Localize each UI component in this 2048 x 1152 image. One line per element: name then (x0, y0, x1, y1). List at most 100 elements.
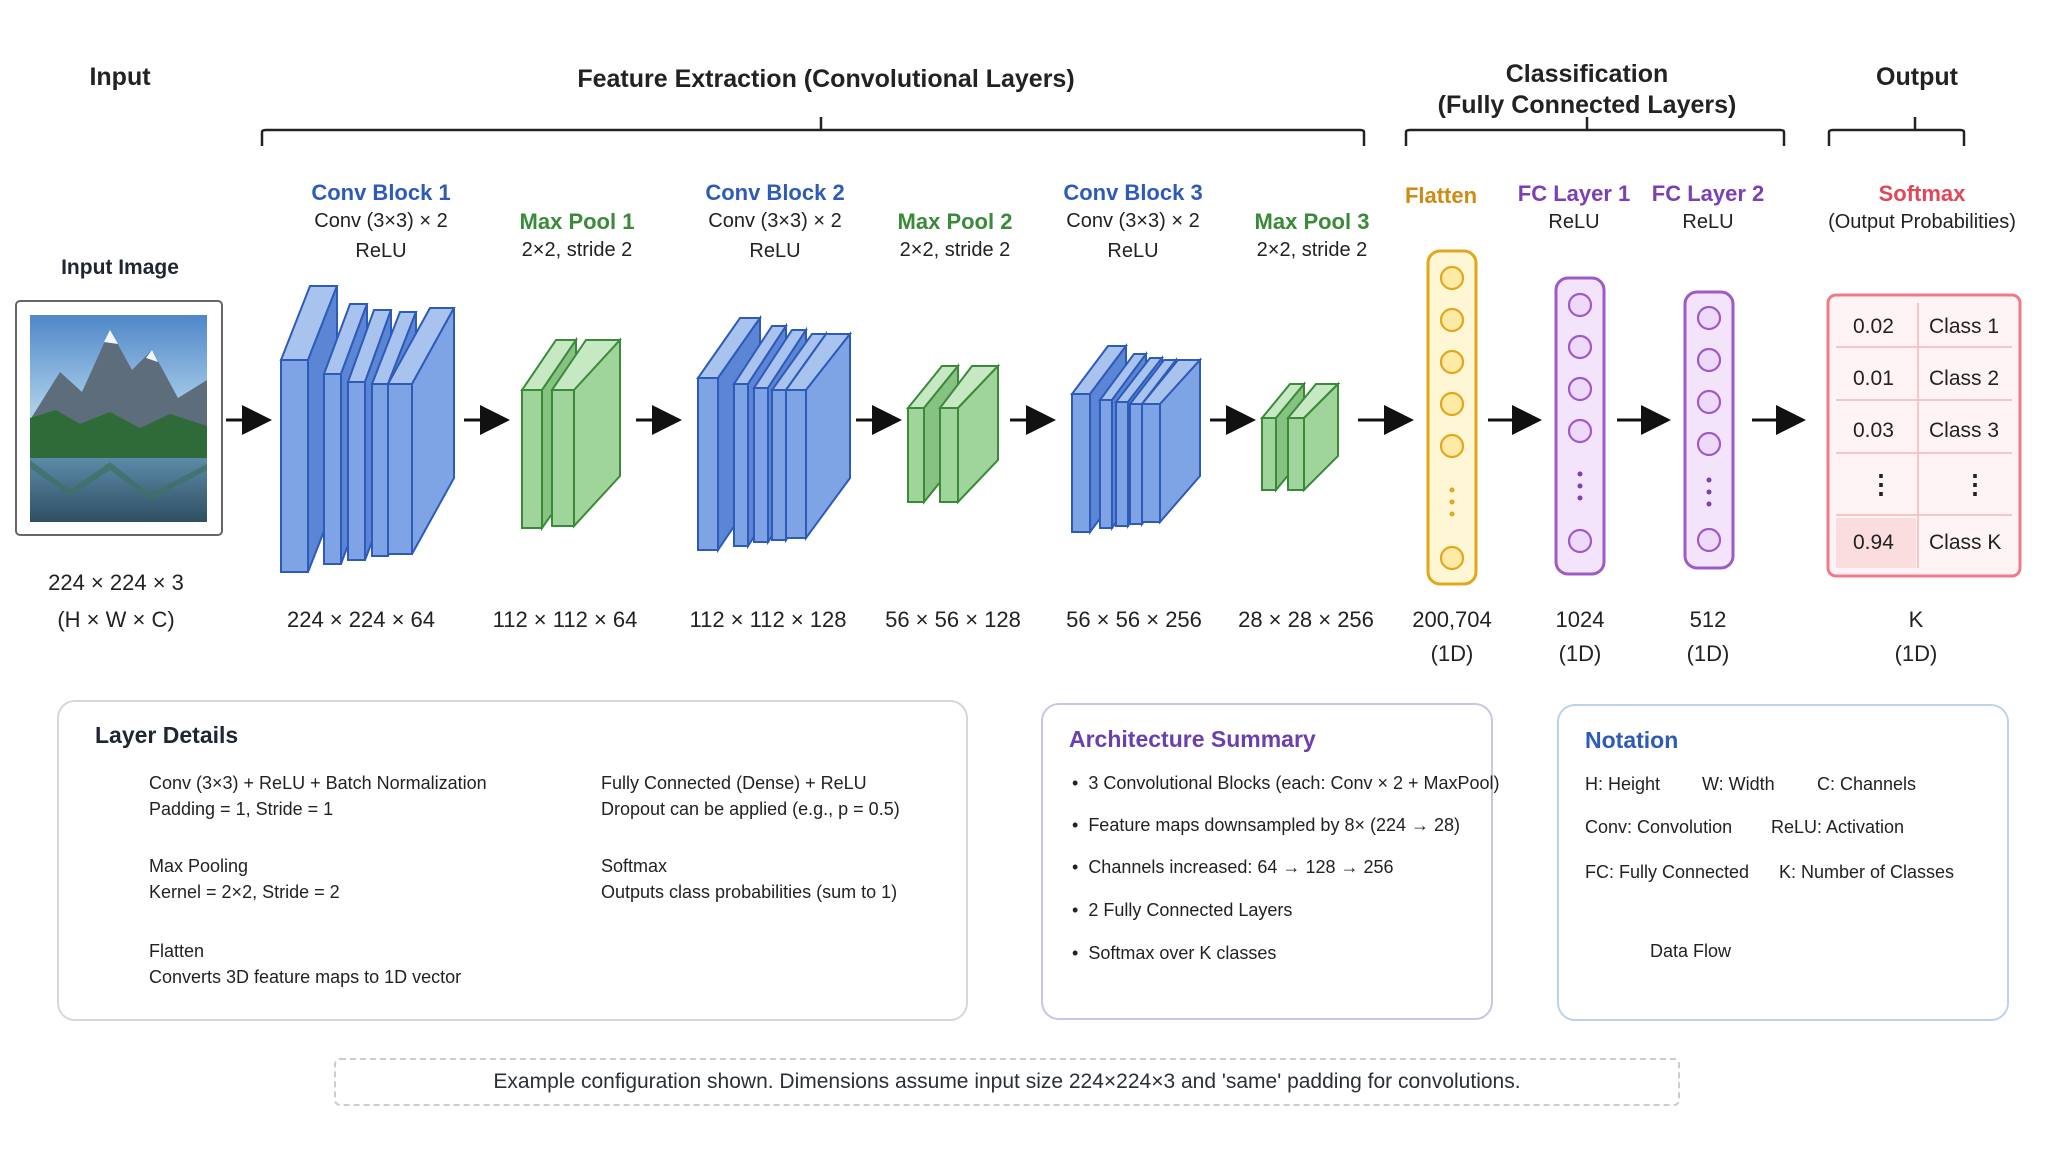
notation-c: C: Channels (1817, 774, 1917, 794)
fc-layer-1-line1: ReLU (1548, 211, 1600, 233)
fc-layer-1-title: FC Layer 1 (1517, 181, 1631, 206)
section-title-classification: Classification (Fully Connected Layers) (1438, 59, 1737, 121)
output-prob-3: 0.03 (1853, 419, 1894, 442)
output-class-1: Class 1 (1929, 315, 2000, 338)
softmax-dims-sub: (1D) (1894, 641, 1938, 666)
max-pool-1-line1: 2×2, stride 2 (521, 239, 633, 261)
legend-fc-line1: Fully Connected (Dense) + ReLU (601, 773, 867, 793)
conv-block-3-line2: ReLU (1107, 240, 1159, 262)
max-pool-3-title: Max Pool 3 (1254, 209, 1370, 234)
max-pool-3-dims: 28 × 28 × 256 (1238, 607, 1374, 632)
summary-item-1-text: 3 Convolutional Blocks (each: Conv × 2 +… (1088, 773, 1500, 793)
layer-details-panel (57, 700, 968, 1021)
classification-title-line2: (Fully Connected Layers) (1437, 91, 1737, 119)
fc-layer-1-dims: 1024 (1555, 607, 1605, 632)
conv-block-3-dims: 56 × 56 × 256 (1066, 607, 1202, 632)
input-image-label: Input Image (61, 256, 179, 279)
conv-block-2-label: Conv Block 2 Conv (3×3) × 2 ReLU (705, 180, 844, 266)
max-pool-2-shape (905, 363, 1001, 505)
notation-panel (1557, 704, 2009, 1021)
softmax-label: Softmax (Output Probabilities) (1828, 181, 2016, 237)
softmax-title: Softmax (1878, 181, 1966, 206)
architecture-summary-title: Architecture Summary (1069, 726, 1316, 752)
fc-layer-2-dims: 512 (1689, 607, 1727, 632)
fc-layer-1-shape (1554, 276, 1606, 576)
output-class-ellipsis: ⋮ (1962, 469, 1988, 499)
notation-h: H: Height (1585, 774, 1661, 794)
output-prob-ellipsis: ⋮ (1868, 469, 1894, 499)
legend-pool-line2: Kernel = 2×2, Stride = 2 (149, 882, 340, 902)
legend-softmax-line1: Softmax (601, 856, 668, 876)
architecture-summary-panel (1041, 703, 1493, 1020)
section-title-feature-extraction: Feature Extraction (Convolutional Layers… (577, 65, 1075, 93)
output-prob-2: 0.01 (1853, 367, 1894, 390)
output-prob-k: 0.94 (1853, 531, 1894, 554)
conv-block-1-dims: 224 × 224 × 64 (286, 607, 436, 632)
max-pool-3-line1: 2×2, stride 2 (1256, 239, 1368, 261)
summary-item-3-text: Channels increased: 64 → 128 → 256 (1088, 857, 1394, 877)
footer-note: Example configuration shown. Dimensions … (334, 1058, 1680, 1106)
output-prob-1: 0.02 (1853, 315, 1894, 338)
conv-block-1-line2: ReLU (355, 240, 407, 262)
brace-classification (1404, 117, 1786, 146)
input-dims: 224 × 224 × 3 (48, 570, 184, 595)
summary-item-5-text: Softmax over K classes (1088, 943, 1277, 963)
fc-layer-2-title: FC Layer 2 (1651, 181, 1765, 206)
max-pool-2-line1: 2×2, stride 2 (899, 239, 1011, 261)
notation-conv: Conv: Convolution (1585, 817, 1733, 837)
notation-k: K: Number of Classes (1779, 862, 1955, 882)
summary-item-1: • 3 Convolutional Blocks (each: Conv × 2… (1072, 773, 1500, 793)
fc-layer-2-line1: ReLU (1682, 211, 1734, 233)
brace-feature (260, 117, 1366, 146)
summary-item-4-text: 2 Fully Connected Layers (1088, 900, 1293, 920)
max-pool-1-shape (520, 336, 622, 532)
conv-block-1-shape (279, 285, 456, 573)
notation-fc: FC: Fully Connected (1585, 862, 1750, 882)
conv-block-2-dims: 112 × 112 × 128 (689, 607, 847, 632)
max-pool-1-dims: 112 × 112 × 64 (492, 607, 638, 632)
summary-item-2-text: Feature maps downsampled by 8× (224 → 28… (1088, 815, 1461, 835)
summary-item-4: • 2 Fully Connected Layers (1072, 900, 1293, 920)
legend-conv-line2: Padding = 1, Stride = 1 (149, 799, 334, 819)
softmax-output-table (1826, 293, 2022, 578)
input-image (15, 300, 223, 536)
conv-block-1-label: Conv Block 1 Conv (3×3) × 2 ReLU (311, 180, 450, 266)
conv-block-2-line2: ReLU (749, 240, 801, 262)
output-class-2: Class 2 (1929, 367, 2000, 390)
classification-title-line1: Classification (1505, 60, 1669, 88)
input-dims-sub: (H × W × C) (57, 607, 175, 632)
fc-layer-2-label: FC Layer 2 ReLU (1652, 181, 1765, 237)
legend-pool-line1: Max Pooling (149, 856, 249, 876)
fc-layer-1-dims-sub: (1D) (1558, 641, 1602, 666)
notation-w: W: Width (1702, 774, 1775, 794)
output-class-k: Class K (1929, 531, 2002, 554)
legend-flatten-line1: Flatten (149, 941, 205, 961)
flatten-shape (1426, 249, 1478, 586)
max-pool-2-dims: 56 × 56 × 128 (885, 607, 1021, 632)
section-title-input: Input (89, 63, 151, 91)
conv-block-3-line1: Conv (3×3) × 2 (1066, 210, 1200, 232)
output-class-3: Class 3 (1929, 419, 2000, 442)
fc-layer-2-shape (1683, 290, 1735, 570)
legend-softmax-line2: Outputs class probabilities (sum to 1) (601, 882, 898, 902)
conv-block-1-line1: Conv (3×3) × 2 (314, 210, 448, 232)
summary-item-2: • Feature maps downsampled by 8× (224 → … (1072, 815, 1461, 835)
conv-block-2-line1: Conv (3×3) × 2 (708, 210, 842, 232)
brace-output (1827, 117, 1966, 146)
max-pool-2-label: Max Pool 2 2×2, stride 2 (898, 209, 1013, 265)
conv-block-2-shape (696, 314, 853, 554)
summary-item-3: • Channels increased: 64 → 128 → 256 (1072, 857, 1394, 877)
legend-flatten-line2: Converts 3D feature maps to 1D vector (149, 967, 462, 987)
fc-layer-1-label: FC Layer 1 ReLU (1518, 181, 1631, 237)
flatten-dims: 200,704 (1412, 607, 1492, 632)
notation-title: Notation (1585, 727, 1679, 753)
layer-details-title: Layer Details (95, 722, 239, 748)
conv-block-1-title: Conv Block 1 (311, 180, 451, 205)
flatten-title: Flatten (1404, 183, 1478, 208)
conv-block-3-label: Conv Block 3 Conv (3×3) × 2 ReLU (1063, 180, 1202, 266)
max-pool-3-label: Max Pool 3 2×2, stride 2 (1255, 209, 1370, 265)
notation-relu: ReLU: Activation (1771, 817, 1905, 837)
flatten-dims-sub: (1D) (1430, 641, 1474, 666)
conv-block-3-shape (1070, 343, 1203, 535)
legend-conv-line1: Conv (3×3) + ReLU + Batch Normalization (149, 773, 487, 793)
